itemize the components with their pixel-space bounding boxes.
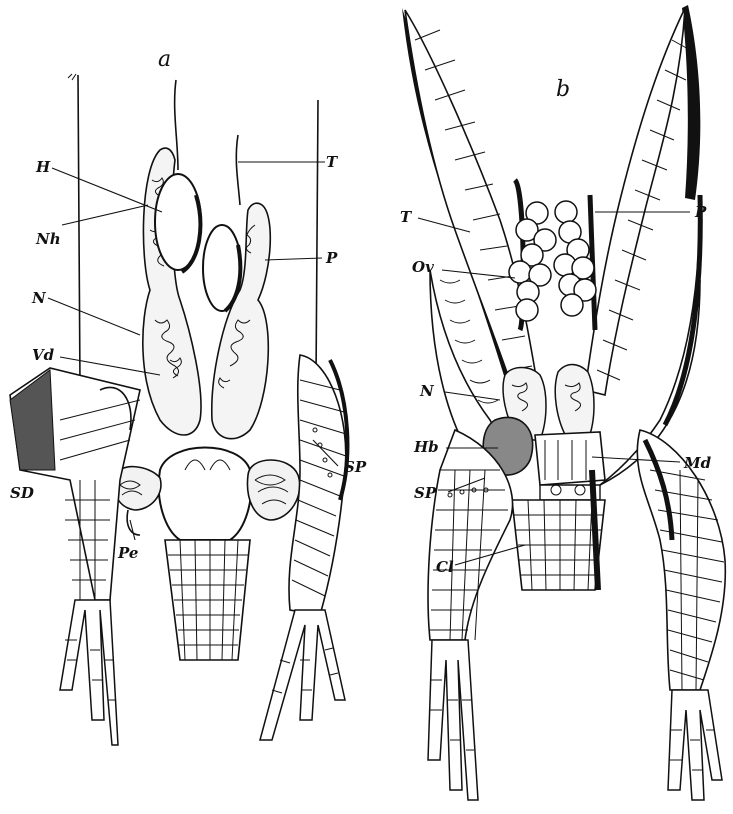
label-SP-b: SP (414, 484, 437, 502)
label-SD-a: SD (10, 484, 34, 502)
label-P-a: P (325, 249, 338, 267)
hindlimb-left-b (428, 430, 513, 800)
panel-label-b: b (556, 77, 570, 102)
body-wall-left-a (78, 75, 80, 385)
label-T-b: T (400, 208, 413, 226)
small-marks-a (68, 74, 76, 80)
label-P-b: P (694, 203, 707, 221)
tail-a (165, 540, 250, 660)
label-Pe-a: Pe (117, 544, 138, 562)
hindlimb-right-b (637, 430, 725, 800)
label-T-a: T (326, 153, 339, 171)
label-N-b: N (419, 382, 435, 400)
ureter-left-a (175, 80, 178, 170)
panel-label-a: a (158, 47, 171, 72)
label-Vd-a: Vd (32, 346, 55, 364)
label-H-a: H (35, 158, 51, 176)
label-Nh-a: Nh (35, 230, 61, 248)
panel-b (402, 5, 725, 800)
cloaca-a (114, 448, 299, 541)
panel-a (10, 74, 347, 745)
label-Cl-b: Cl (436, 558, 454, 576)
label-Md-b: Md (683, 454, 712, 472)
ureter-right-a (236, 135, 240, 205)
label-Hb-b: Hb (413, 438, 439, 456)
body-wall-right-a (316, 100, 318, 380)
oviduct-right-b (585, 5, 700, 485)
label-Ov-b: Ov (412, 258, 434, 276)
label-N-a: N (31, 289, 47, 307)
ovary-eggs-b (509, 180, 596, 330)
label-SP-a: SP (344, 458, 367, 476)
hindlimb-right-a (260, 355, 347, 740)
